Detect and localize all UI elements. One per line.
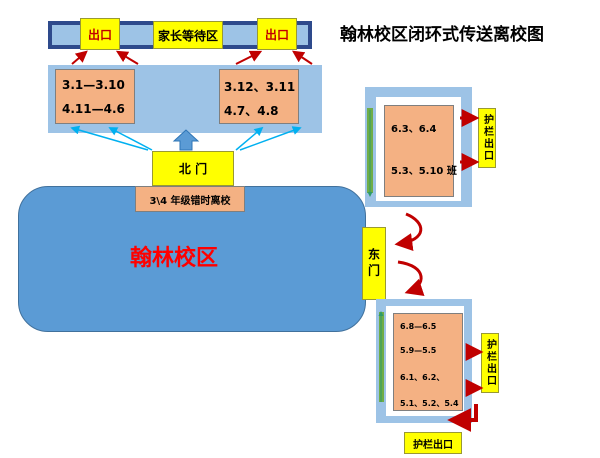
north-right-class-block: 3.12、3.11 4.7、4.8	[219, 69, 299, 124]
curved-arrow-upper	[394, 212, 423, 252]
upper-right-classes-line2: 5.3、5.10 班	[391, 166, 457, 177]
arrow-to-bottom-exit	[447, 404, 478, 432]
upper-right-classes-line1: 6.3、6.4	[391, 124, 437, 135]
north-gate: 北 门	[152, 151, 234, 186]
campus-name: 翰林校区	[130, 246, 219, 271]
arrow-gate-to-right-2	[239, 126, 302, 151]
lower-rail-exit-side: 护栏出口	[481, 333, 499, 393]
exit-right-box: 出口	[257, 18, 297, 50]
lower-right-class-block: 6.8—6.5 5.9—5.5 6.1、6.2、 5.1、5.2、5.4	[393, 313, 463, 411]
upper-right-class-block: 6.3、6.4 5.3、5.10 班	[384, 105, 457, 197]
lower-right-class-line: 5.1、5.2、5.4	[400, 399, 459, 408]
lower-right-class-line: 6.8—6.5	[400, 322, 437, 331]
exit-left-box: 出口	[80, 18, 120, 50]
north-right-classes-line1: 3.12、3.11	[224, 80, 296, 94]
parent-waiting-area: 家长等待区	[153, 21, 223, 49]
curved-arrow-lower	[397, 260, 425, 296]
arrow-gate-to-left-1	[70, 125, 149, 151]
arrow-to-exit-right-2	[292, 50, 313, 65]
north-gate-up-arrow	[172, 129, 200, 151]
lower-right-class-line: 6.1、6.2、	[400, 373, 445, 382]
upper-rail-exit: 护栏出口	[478, 108, 496, 168]
arrow-gate-to-right-1	[235, 126, 264, 151]
arrow-to-exit-left-1	[71, 50, 88, 65]
arrow-gate-to-left-2	[108, 127, 153, 151]
diagram-title: 翰林校区闭环式传送离校图	[340, 25, 544, 45]
east-gate: 东门	[362, 227, 386, 300]
north-right-classes-line2: 4.7、4.8	[224, 104, 279, 118]
lower-rail-exit-bottom: 护栏出口	[404, 432, 462, 454]
lower-right-class-line: 5.9—5.5	[400, 346, 437, 355]
staggered-release-label: 3\4 年级错时离校	[135, 186, 245, 212]
arrow-to-exit-right-1	[235, 50, 263, 65]
north-left-classes-line2: 4.11—4.6	[62, 102, 125, 116]
arrow-to-exit-left-2	[115, 50, 139, 65]
north-left-class-block: 3.1—3.10 4.11—4.6	[55, 69, 135, 124]
north-left-classes-line1: 3.1—3.10	[62, 78, 125, 92]
